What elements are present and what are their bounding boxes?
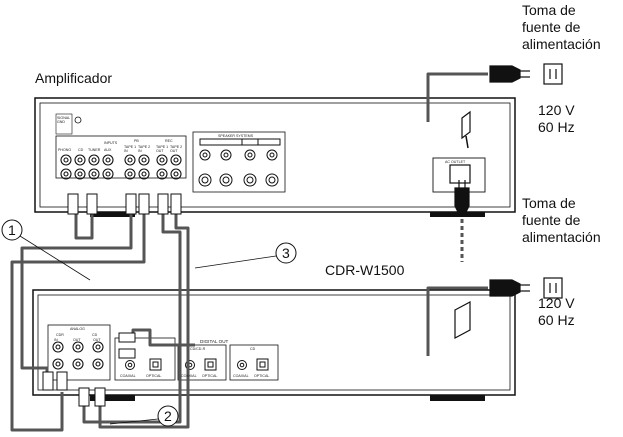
out-label-cd: OUT (93, 338, 101, 342)
inputs-label: INPUTS (104, 141, 118, 145)
svg-text:3: 3 (282, 245, 290, 261)
power-plug-top (489, 63, 563, 85)
cdr-plug-to-ac-outlet (454, 180, 470, 215)
digital-out-label: DIGITAL OUT (200, 339, 229, 344)
callout-1: 1 (1, 219, 91, 281)
coaxial-label-1: COAXIAL (120, 374, 136, 378)
amp-input-jacks (60, 154, 182, 180)
callout-2: 2 (109, 405, 179, 427)
svg-text:1: 1 (8, 222, 16, 238)
voltage-label-top: 120 V 60 Hz (538, 102, 575, 135)
cd-digital-label: CD (250, 347, 256, 351)
cdr-rca-plugs (42, 332, 136, 407)
tuner-label: TUNER (88, 148, 101, 152)
voltage-label-bottom: 120 V 60 Hz (538, 295, 575, 328)
power-outlet-label-middle: Toma de fuente de alimentación (522, 195, 601, 245)
aux-label: AUX (104, 148, 112, 152)
power-plug-bottom (489, 277, 563, 299)
ac-outlet-label: AC OUTLET (445, 160, 466, 164)
power-outlet-label-top: Toma de fuente de alimentación (522, 2, 601, 52)
optical-label-3: OPTICAL (254, 374, 269, 378)
out-label: OUT (73, 338, 81, 342)
rec-label: REC (165, 139, 173, 143)
amp-rca-plugs (67, 193, 182, 215)
cdr-device-label: CDR-W1500 (325, 262, 405, 278)
callout-3: 3 (194, 242, 297, 269)
cd-input-label: CD (78, 148, 84, 152)
svg-text:2: 2 (164, 408, 172, 424)
in-label: IN (54, 338, 58, 342)
coaxial-label-3: COAXIAL (233, 374, 249, 378)
cdr-unit (32, 289, 516, 401)
cd-analog-label: CD (92, 333, 98, 337)
amplifier-unit (34, 97, 516, 217)
pb-label: PB (134, 139, 139, 143)
optical-label-2: OPTICAL (202, 374, 217, 378)
cdr-analog-jacks (52, 341, 104, 370)
amplifier-label: Amplificador (35, 70, 113, 86)
cdr-label: CDR (56, 333, 64, 337)
analog-label: ANALOG (70, 327, 85, 331)
phono-label: PHONO (58, 148, 71, 152)
cdr-digital-jacks (125, 358, 269, 371)
cables (10, 72, 488, 432)
coaxial-label-2: COAXIAL (181, 374, 197, 378)
cdcd-r-label: CD/CD-R (190, 347, 206, 351)
optical-label-1: OPTICAL (146, 374, 161, 378)
speaker-terminals (198, 138, 281, 187)
speaker-systems-label: SPEAKER SYSTEMS (218, 134, 254, 138)
